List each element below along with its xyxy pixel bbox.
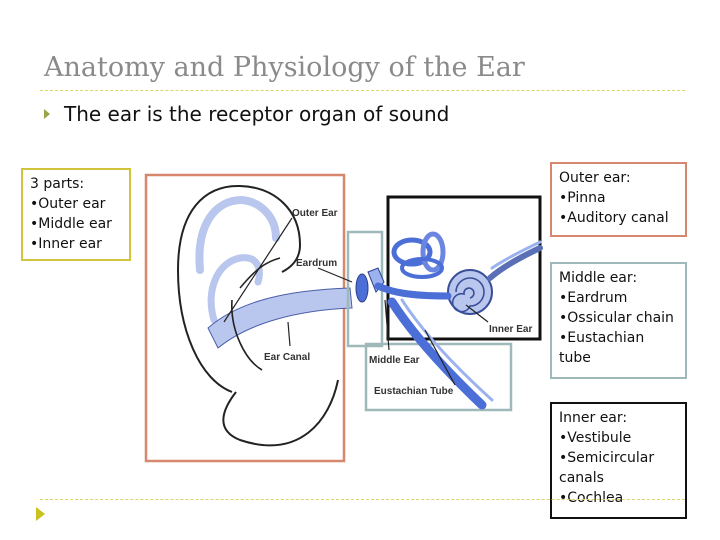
bullet-row: The ear is the receptor organ of sound: [44, 102, 449, 126]
inner-ear-box-line: canals: [559, 470, 604, 486]
parts-box-line: •Middle ear: [30, 216, 112, 232]
parts-box-line: •Inner ear: [30, 236, 102, 252]
inner-ear-box-line: •Semicircular: [559, 450, 655, 466]
helix-ridge: [195, 195, 280, 274]
inner-ear-box: Inner ear: •Vestibule •Semicircular cana…: [550, 402, 687, 519]
label-eustachian-tube: Eustachian Tube: [374, 386, 454, 397]
bullet-text: The ear is the receptor organ of sound: [64, 102, 450, 126]
cochlea-shape: [447, 269, 493, 315]
parts-box-line: •Outer ear: [30, 196, 106, 212]
label-ear-canal: Ear Canal: [264, 352, 310, 363]
inner-ear-box-line: •Cochlea: [559, 490, 624, 506]
parts-box-line: 3 parts:: [30, 176, 85, 192]
label-outer-ear: Outer Ear: [292, 208, 338, 219]
middle-ear-box: Middle ear: •Eardrum •Ossicular chain •E…: [550, 262, 687, 379]
inner-ear-frame: [386, 195, 542, 341]
label-eardrum: Eardrum: [296, 258, 337, 269]
outer-ear-box: Outer ear: •Pinna •Auditory canal: [550, 162, 687, 237]
outer-ear-box-line: •Pinna: [559, 190, 606, 206]
middle-ear-box-line: •Eardrum: [559, 290, 628, 306]
footer-divider: [40, 499, 685, 500]
outer-ear-box-line: •Auditory canal: [559, 210, 669, 226]
eustachian-frame: [364, 342, 513, 412]
inner-ear-box-line: •Vestibule: [559, 430, 632, 446]
pinna-outline: [176, 184, 302, 393]
eustachian-tube-shape: [387, 297, 487, 410]
semicircular-canal-3: [400, 257, 444, 279]
label-middle-ear: Middle Ear: [369, 355, 420, 366]
bullet-marker-icon: [44, 109, 50, 119]
label-inner-ear: Inner Ear: [489, 324, 532, 335]
semicircular-canal-1: [391, 237, 433, 267]
slide-title: Anatomy and Physiology of the Ear: [44, 52, 525, 83]
title-divider: [40, 90, 685, 91]
eardrum-shape: [355, 273, 369, 303]
slide-corner-icon: [36, 507, 45, 521]
middle-ear-box-line: •Ossicular chain: [559, 310, 674, 326]
middle-ear-box-line: tube: [559, 350, 591, 366]
semicircular-canal-2: [420, 231, 446, 273]
outer-ear-frame: [144, 173, 346, 463]
earlobe-outline: [222, 379, 339, 447]
inner-ear-box-line: Inner ear:: [559, 410, 628, 426]
middle-ear-box-line: Middle ear:: [559, 270, 638, 286]
outer-ear-box-line: Outer ear:: [559, 170, 631, 186]
antihelix-ridge: [207, 254, 263, 324]
auditory-nerve: [487, 245, 543, 281]
ear-canal-shape: [207, 287, 353, 349]
middle-ear-box-line: •Eustachian: [559, 330, 645, 346]
parts-box: 3 parts: •Outer ear •Middle ear •Inner e…: [21, 168, 131, 261]
